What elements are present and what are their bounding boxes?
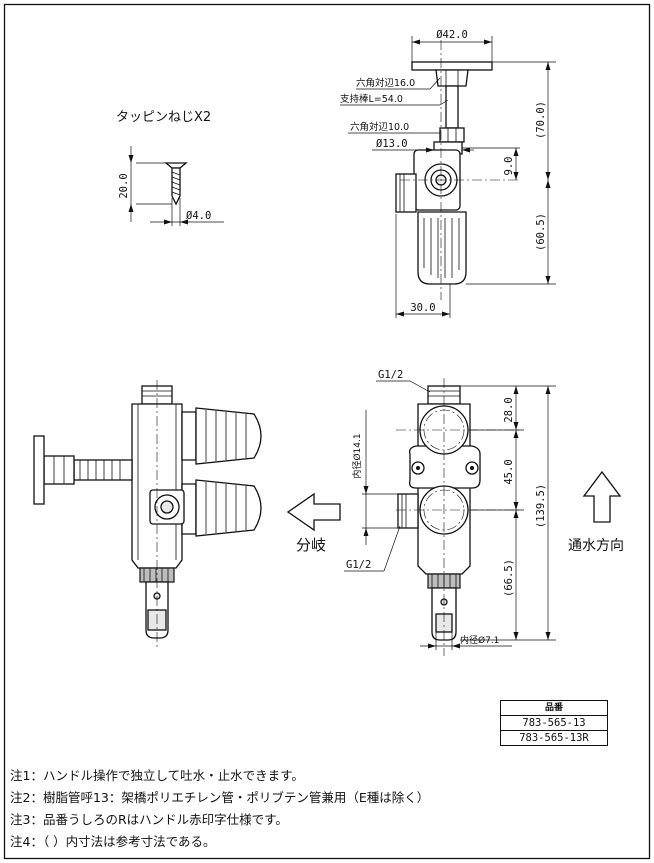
front-thread-top-label: G1/2	[378, 369, 403, 381]
dim-66: (66.5)	[503, 559, 515, 597]
screw-title: タッピンねじX2	[116, 110, 211, 125]
screw-shank	[171, 167, 181, 206]
width-30-dim: 30.0	[410, 302, 435, 314]
side-upper-knob	[195, 407, 262, 465]
side-lower-knob	[195, 479, 262, 537]
mount-plate	[408, 445, 481, 489]
part-number-row: 783-565-13	[500, 715, 608, 731]
body-diameter-dim: Ø13.0	[376, 138, 408, 150]
inner-dia-14-label: 内径Ø14.1	[351, 433, 363, 478]
front-view-figure: G1/2 G1/2 内径Ø14.1 内径Ø7.1 28.0 45.0 (66.5…	[344, 369, 556, 656]
handle-diameter-dim: Ø42.0	[436, 29, 468, 41]
note-2: 注2：樹脂管呼13：架橋ポリエチレン管・ポリブテン管兼用（E種は除く）	[10, 790, 430, 805]
stem-length-label: 支持棒L=54.0	[340, 93, 403, 105]
side-handle-disc	[33, 435, 45, 505]
front-thread-side-label: G1/2	[346, 559, 371, 571]
notes: 注1：ハンドル操作で独立して吐水・止水できます。 注2：樹脂管呼13：架橋ポリエ…	[10, 765, 640, 853]
drawing-border	[3, 3, 651, 860]
height-70-dim: (70.0)	[535, 101, 547, 139]
top-view-knob	[417, 211, 467, 285]
screw-head	[164, 162, 188, 169]
flow-direction-arrow: 通水方向	[568, 470, 624, 554]
part-number-row: 783-565-13R	[500, 730, 608, 746]
part-number-table: 品番 783-565-13 783-565-13R	[500, 700, 608, 746]
side-view-figure	[33, 380, 262, 648]
height-60-dim: (60.5)	[535, 213, 547, 251]
hex10-label: 六角対辺10.0	[350, 121, 409, 133]
branch-arrow: 分岐	[286, 492, 341, 554]
top-view-figure: Ø42.0 六角対辺16.0 支持棒L=54.0 六角対辺10.0 Ø13.0 …	[340, 29, 556, 318]
dim-45: 45.0	[503, 459, 515, 484]
offset-9-dim: 9.0	[503, 157, 515, 176]
side-view-body	[131, 403, 183, 569]
flow-label: 通水方向	[568, 538, 624, 554]
support-rod	[445, 85, 459, 129]
side-stem	[73, 459, 133, 481]
note-4: 注4：（ ）内寸法は参考寸法である。	[10, 834, 216, 849]
note-3: 注3：品番うしろのRはハンドル赤印字仕様です。	[10, 812, 288, 827]
front-side-thread	[397, 493, 419, 529]
note-1: 注1：ハンドル操作で独立して吐水・止水できます。	[10, 768, 304, 783]
dim-28: 28.0	[503, 397, 515, 422]
hex16-label: 六角対辺16.0	[356, 77, 415, 89]
screw-length: 20.0	[118, 173, 130, 198]
part-table-header: 品番	[500, 700, 608, 716]
dim-139: (139.5)	[535, 484, 547, 528]
screw-diameter: Ø4.0	[186, 210, 211, 222]
tapping-screw-figure: タッピンねじX2 20.0 Ø4.0	[116, 110, 224, 226]
handle-disc	[411, 61, 493, 71]
side-thread	[395, 173, 417, 213]
branch-label: 分岐	[296, 536, 326, 554]
hex-10	[439, 127, 465, 143]
